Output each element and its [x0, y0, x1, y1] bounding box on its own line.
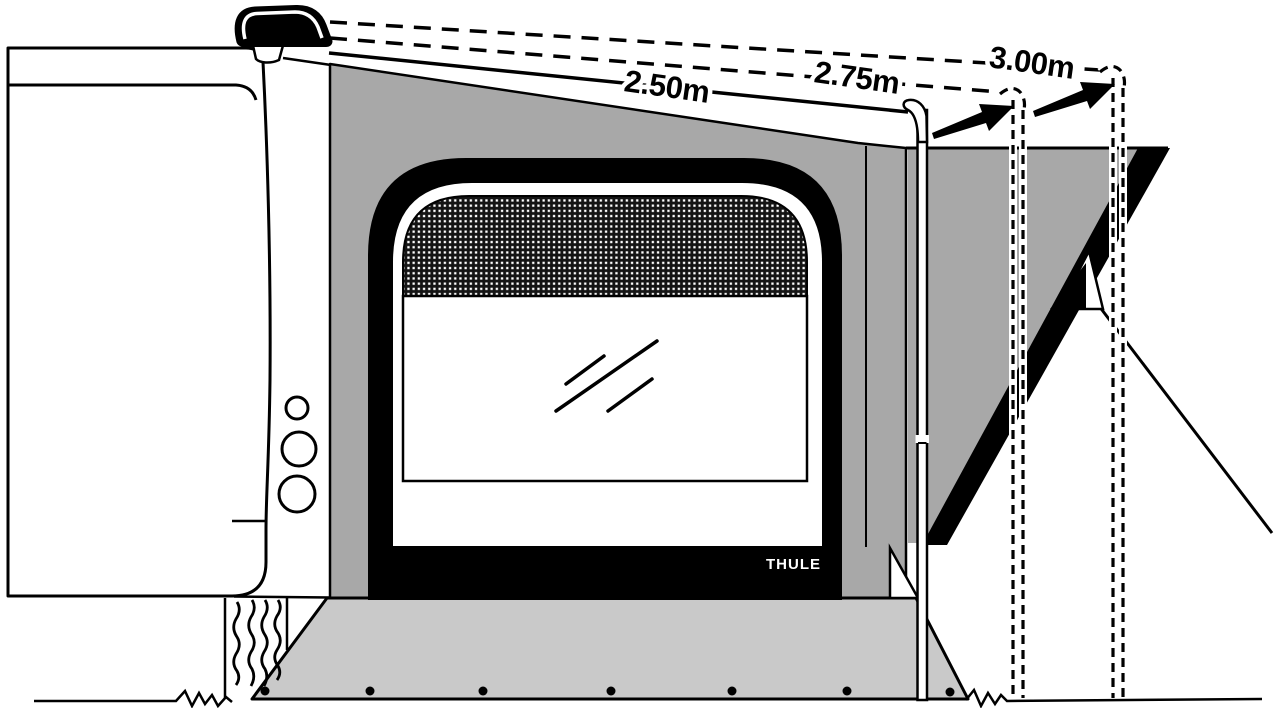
pole-300-hook [1098, 64, 1127, 89]
support-pole-shaft [916, 108, 929, 702]
rear-lights [277, 395, 318, 514]
roof-line-300-dashed [329, 20, 1101, 72]
cassette-bracket [251, 44, 285, 64]
roof-line-250 [328, 51, 909, 114]
pole-275-hook [998, 86, 1027, 111]
roof-fascia [329, 53, 908, 149]
extend-arrow-icon [932, 104, 1014, 139]
peg-dot [606, 686, 616, 696]
window-pane [401, 294, 809, 483]
peg-dot [260, 686, 270, 696]
dimension-label-2-75m: 2.75m [812, 54, 901, 101]
glass-reflection-icon [554, 339, 659, 413]
dimension-label-3-00m: 3.00m [987, 39, 1076, 86]
guy-line-tensioner-icon [1050, 263, 1086, 309]
mud-skirt [250, 596, 970, 701]
ground-line [34, 687, 1263, 708]
pleat-line [273, 599, 282, 681]
side-wall-edge-band [922, 148, 1170, 545]
extend-arrow-icon [1033, 82, 1115, 117]
extend-arrows [932, 82, 1115, 139]
peg-dots [260, 686, 955, 697]
pole-joint-gap [915, 435, 929, 443]
rear-light-small [284, 395, 310, 421]
peg-dot [478, 686, 488, 696]
rear-light-mid [280, 430, 318, 468]
peg-dot [842, 686, 852, 696]
pole-top-hook [902, 98, 929, 144]
caravan-body [6, 46, 272, 598]
pleated-wheel-skirt [223, 598, 289, 698]
pleat-line [260, 599, 269, 687]
ground-line-left [34, 688, 233, 708]
dimension-labels: 2.50m 2.75m 3.00m [618, 35, 1081, 115]
window-mesh [402, 195, 808, 297]
extended-pole-275 [997, 84, 1029, 698]
extended-pole-300 [1097, 62, 1129, 698]
pleat-line [247, 599, 256, 687]
ground-line-right [965, 687, 1263, 708]
awning-tent: THULE [223, 53, 970, 701]
peg-dot [727, 686, 737, 696]
caravan [6, 46, 332, 599]
cassette-highlight [241, 10, 324, 40]
pleat-line [232, 601, 241, 686]
rear-top-edge [282, 56, 332, 67]
caravan-bottom-edge [233, 595, 332, 599]
awning-rail [8, 83, 258, 101]
skirt-corner-gusset [888, 543, 921, 600]
peg-dot [945, 687, 955, 697]
thule-logo: THULE [766, 556, 821, 573]
rear-light-low [277, 474, 317, 514]
roof-line-275-dashed [329, 36, 1001, 94]
support-pole [902, 98, 929, 702]
awning-cassette [234, 4, 333, 64]
peg-dot [365, 686, 375, 696]
guy-line [1097, 305, 1274, 534]
dimension-lines [328, 20, 1101, 114]
